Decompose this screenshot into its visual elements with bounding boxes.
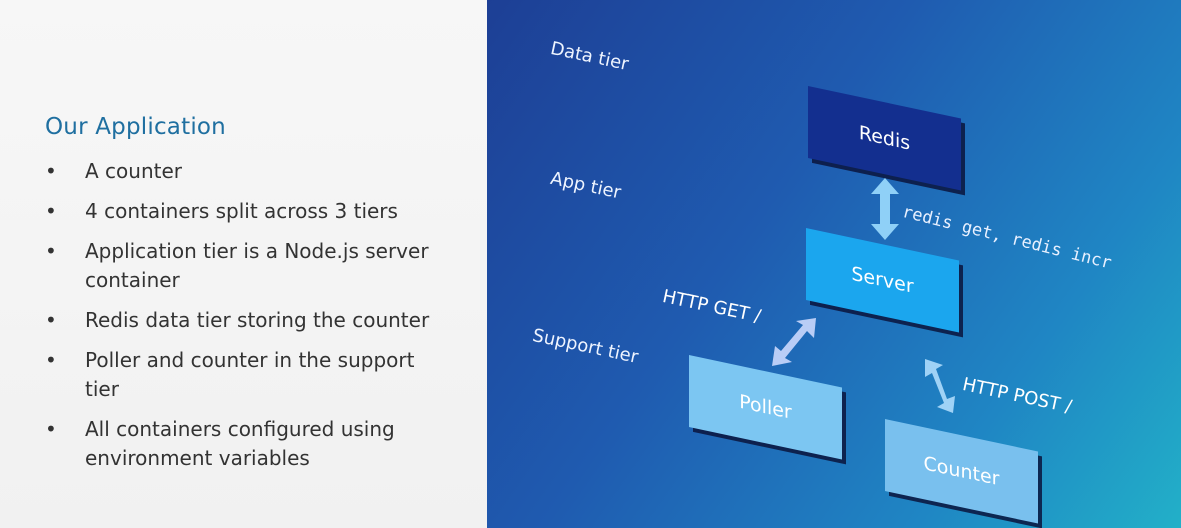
bullet-item: • 4 containers split across 3 tiers — [0, 197, 487, 226]
bullet-item: • Application tier is a Node.js server c… — [0, 237, 487, 295]
bullet-item: • All containers configured using enviro… — [0, 415, 487, 473]
bullet-text: Redis data tier storing the counter — [85, 308, 430, 332]
bullet-list: • A counter • 4 containers split across … — [0, 157, 487, 484]
bullet-text: A counter — [85, 159, 182, 183]
data-tier-label: Data tier — [548, 38, 631, 76]
redis-server-arrow-icon — [871, 178, 899, 240]
bullet-text: Application tier is a Node.js server con… — [85, 239, 429, 292]
redis-label: Redis — [858, 121, 911, 155]
bullet-marker: • — [45, 417, 57, 441]
http-post-label: HTTP POST / — [960, 374, 1074, 418]
bullet-text: Poller and counter in the support tier — [85, 348, 415, 401]
architecture-diagram: Data tier App tier Support tier Redis Se… — [487, 0, 1181, 528]
poller-server-arrow-icon — [772, 318, 816, 366]
bullet-text: 4 containers split across 3 tiers — [85, 199, 398, 223]
http-get-label: HTTP GET / — [660, 286, 763, 328]
redis-box: Redis — [808, 86, 961, 191]
counter-label: Counter — [923, 452, 1000, 491]
bullet-marker: • — [45, 308, 57, 332]
server-box: Server — [806, 228, 959, 333]
support-tier-label: Support tier — [530, 325, 641, 368]
poller-box: Poller — [689, 355, 842, 460]
bullet-item: • Poller and counter in the support tier — [0, 346, 487, 404]
left-panel: Our Application • A counter • 4 containe… — [0, 0, 487, 528]
bullet-marker: • — [45, 348, 57, 372]
bullet-item: • Redis data tier storing the counter — [0, 306, 487, 335]
poller-label: Poller — [739, 390, 792, 424]
bullet-text: All containers configured using environm… — [85, 417, 395, 470]
counter-server-arrow-icon — [925, 359, 955, 413]
counter-box: Counter — [885, 419, 1038, 524]
server-label: Server — [851, 262, 914, 298]
bullet-marker: • — [45, 239, 57, 263]
app-tier-label: App tier — [548, 168, 623, 204]
bullet-marker: • — [45, 199, 57, 223]
bullet-marker: • — [45, 159, 57, 183]
bullet-item: • A counter — [0, 157, 487, 186]
slide-heading: Our Application — [45, 114, 226, 140]
